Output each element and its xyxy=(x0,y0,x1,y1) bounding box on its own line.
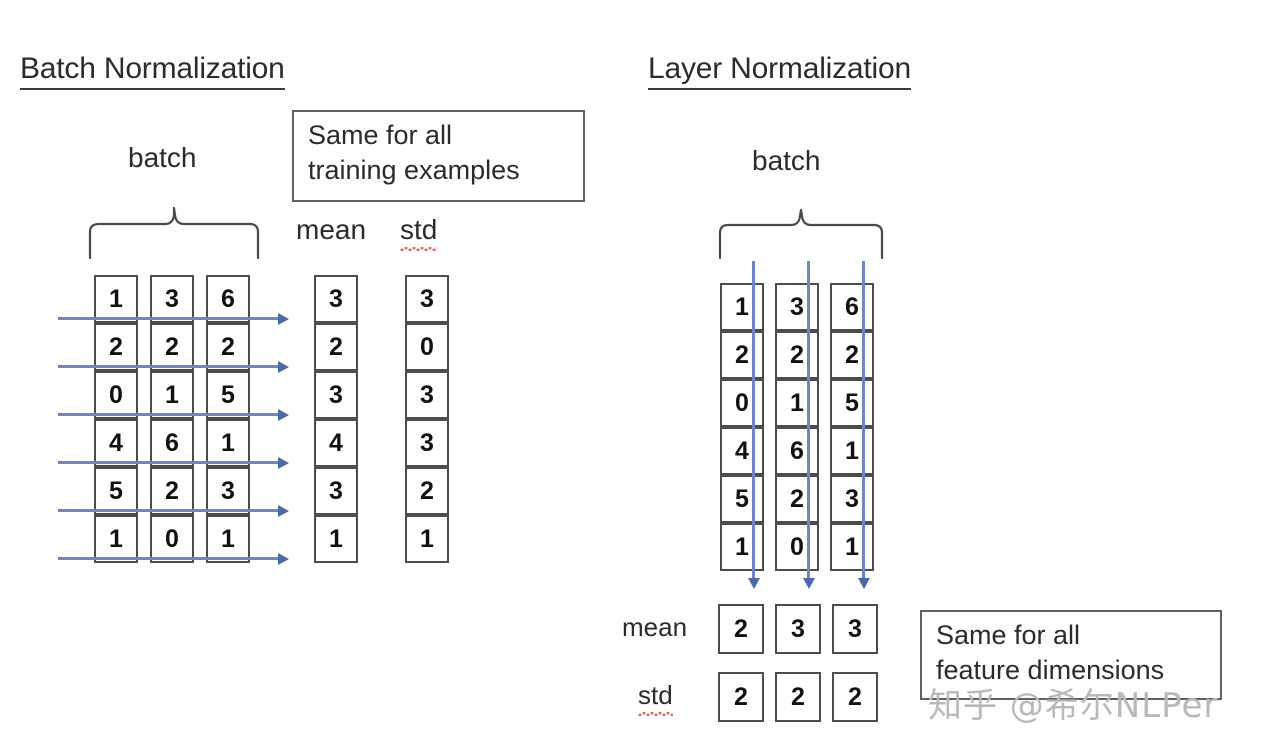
right-mean-cell: 2 xyxy=(718,604,764,654)
left-matrix-cell: 1 xyxy=(150,371,194,419)
right-title-text: Layer Normalization xyxy=(648,52,911,90)
left-std-cell: 2 xyxy=(405,467,449,515)
right-column-arrow-head-icon xyxy=(858,578,870,589)
right-callout-line1: Same for all xyxy=(936,620,1081,650)
right-std-cell: 2 xyxy=(718,672,764,722)
left-row-arrow-line xyxy=(58,365,278,368)
left-std-cell: 0 xyxy=(405,323,449,371)
right-column-arrow-head-icon xyxy=(803,578,815,589)
left-title-text: Batch Normalization xyxy=(20,52,285,90)
left-matrix-cell: 0 xyxy=(94,371,138,419)
right-matrix-cell: 1 xyxy=(830,523,874,571)
left-std-cell: 3 xyxy=(405,275,449,323)
left-matrix-cell: 3 xyxy=(206,467,250,515)
left-row-arrow-head-icon xyxy=(278,409,289,421)
right-std-label: std xyxy=(638,680,673,716)
right-matrix-cell: 1 xyxy=(775,379,819,427)
left-matrix-cell: 5 xyxy=(94,467,138,515)
right-matrix-cell: 2 xyxy=(720,331,764,379)
left-row-arrow-line xyxy=(58,461,278,464)
left-mean-label: mean xyxy=(296,214,367,245)
right-matrix-cell: 1 xyxy=(720,283,764,331)
right-column-arrow-line xyxy=(752,261,755,578)
left-matrix-cell: 6 xyxy=(150,419,194,467)
right-matrix-cell: 3 xyxy=(775,283,819,331)
left-matrix-cell: 2 xyxy=(150,467,194,515)
right-title: Layer Normalization xyxy=(648,52,911,90)
left-mean-cell: 1 xyxy=(314,515,358,563)
left-mean-cell: 3 xyxy=(314,275,358,323)
left-matrix-cell: 1 xyxy=(206,419,250,467)
right-matrix-cell: 0 xyxy=(775,523,819,571)
left-mean-cell: 2 xyxy=(314,323,358,371)
left-row-arrow-line xyxy=(58,557,278,560)
right-matrix-cell: 0 xyxy=(720,379,764,427)
left-matrix-cell: 3 xyxy=(150,275,194,323)
right-matrix-cell: 2 xyxy=(775,475,819,523)
left-batch-brace-icon xyxy=(88,206,260,260)
left-matrix-cell: 6 xyxy=(206,275,250,323)
left-row-arrow-head-icon xyxy=(278,505,289,517)
left-matrix-cell: 5 xyxy=(206,371,250,419)
right-batch-brace-icon xyxy=(718,208,884,260)
left-title: Batch Normalization xyxy=(20,52,285,90)
left-matrix-cell: 2 xyxy=(94,323,138,371)
right-matrix-cell: 2 xyxy=(775,331,819,379)
right-std-cell: 2 xyxy=(832,672,878,722)
left-row-arrow-line xyxy=(58,317,278,320)
right-std-label-text: std xyxy=(638,680,673,716)
left-std-cell: 1 xyxy=(405,515,449,563)
left-row-arrow-head-icon xyxy=(278,457,289,469)
right-mean-cell: 3 xyxy=(832,604,878,654)
left-matrix-cell: 1 xyxy=(94,515,138,563)
right-matrix-cell: 5 xyxy=(830,379,874,427)
left-mean-cell: 4 xyxy=(314,419,358,467)
left-callout-box: Same for all training examples xyxy=(292,110,585,202)
right-mean-cell: 3 xyxy=(775,604,821,654)
left-matrix-cell: 4 xyxy=(94,419,138,467)
left-matrix-cell: 1 xyxy=(206,515,250,563)
left-matrix-cell: 2 xyxy=(206,323,250,371)
left-row-arrow-head-icon xyxy=(278,553,289,565)
right-column-arrow-line xyxy=(862,261,865,578)
right-matrix-cell: 3 xyxy=(830,475,874,523)
left-batch-label: batch xyxy=(128,142,197,173)
right-callout-box: Same for all feature dimensions xyxy=(920,610,1222,700)
right-column-arrow-head-icon xyxy=(748,578,760,589)
left-row-arrow-head-icon xyxy=(278,361,289,373)
left-matrix-cell: 2 xyxy=(150,323,194,371)
left-mean-cell: 3 xyxy=(314,467,358,515)
left-callout-line1: Same for all xyxy=(308,120,453,150)
right-matrix-cell: 5 xyxy=(720,475,764,523)
right-matrix-cell: 2 xyxy=(830,331,874,379)
right-matrix-cell: 1 xyxy=(830,427,874,475)
right-matrix-cell: 6 xyxy=(830,283,874,331)
left-row-arrow-line xyxy=(58,413,278,416)
left-std-cell: 3 xyxy=(405,419,449,467)
right-mean-label: mean xyxy=(622,612,688,642)
right-std-cell: 2 xyxy=(775,672,821,722)
right-matrix-cell: 6 xyxy=(775,427,819,475)
left-row-arrow-head-icon xyxy=(278,313,289,325)
left-matrix-cell: 1 xyxy=(94,275,138,323)
left-mean-cell: 3 xyxy=(314,371,358,419)
right-matrix-cell: 1 xyxy=(720,523,764,571)
left-callout-line2: training examples xyxy=(308,154,520,185)
left-row-arrow-line xyxy=(58,509,278,512)
right-batch-label: batch xyxy=(752,145,821,176)
left-matrix-cell: 0 xyxy=(150,515,194,563)
left-std-label-text: std xyxy=(400,214,438,251)
watermark: 知乎 @希尔NLPer xyxy=(928,686,1219,726)
right-matrix-cell: 4 xyxy=(720,427,764,475)
left-std-label: std xyxy=(400,214,438,251)
left-std-cell: 3 xyxy=(405,371,449,419)
right-column-arrow-line xyxy=(807,261,810,578)
right-callout-line2: feature dimensions xyxy=(936,654,1165,685)
